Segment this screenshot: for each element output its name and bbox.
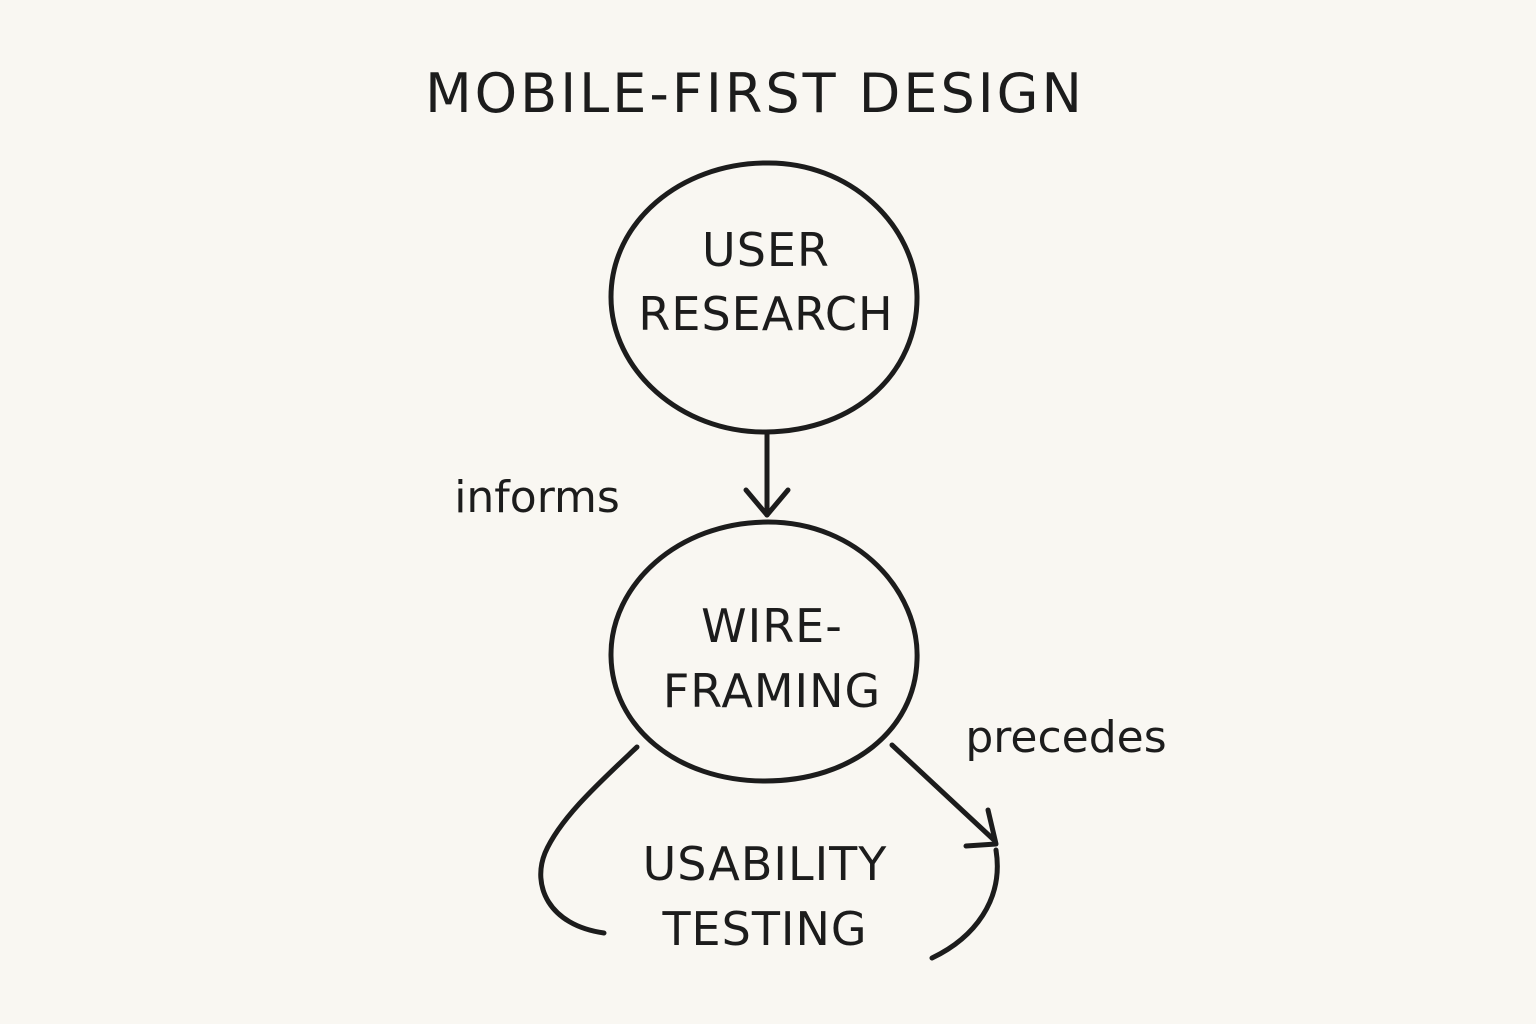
node-usability-testing-label-line2: TESTING: [661, 902, 867, 956]
node-usability-testing-label-line1: USABILITY: [643, 837, 888, 891]
edge-informs-arrowhead: [743, 487, 791, 518]
node-wireframing-label-line1: WIRE-: [701, 599, 843, 653]
edge-informs: informs: [454, 431, 791, 523]
node-wireframing: WIRE- FRAMING: [608, 519, 920, 784]
node-user-research-label-line1: USER: [702, 223, 830, 277]
node-wireframing-circle: [608, 519, 920, 784]
edge-precedes-arrowhead: [963, 807, 999, 849]
edge-precedes-label: precedes: [965, 712, 1166, 763]
edge-informs-label: informs: [454, 472, 620, 523]
node-user-research: USER RESEARCH: [608, 160, 920, 435]
node-user-research-label-line2: RESEARCH: [638, 287, 893, 341]
diagram-title: MOBILE-FIRST DESIGN: [425, 62, 1085, 125]
edge-precedes-line: [889, 742, 997, 843]
edge-precedes: precedes: [889, 712, 1167, 961]
edge-testing-loop-left: [538, 744, 640, 936]
edge-precedes-return-curve: [929, 847, 1000, 961]
node-wireframing-label-line2: FRAMING: [663, 664, 881, 718]
node-usability-testing: USABILITY TESTING: [643, 837, 888, 956]
